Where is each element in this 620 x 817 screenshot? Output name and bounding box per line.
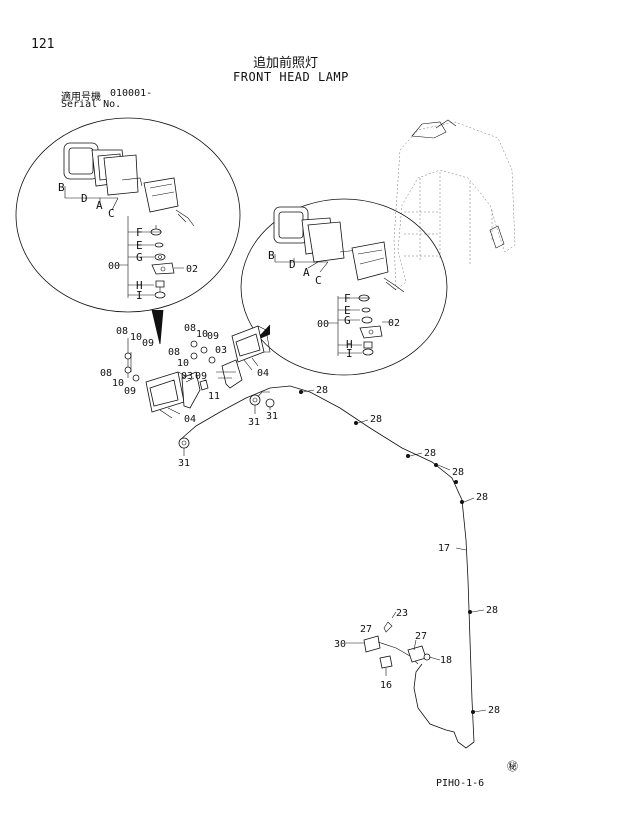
serial-label-english: Serial No.	[61, 99, 122, 110]
serial-value: 010001-	[110, 88, 153, 99]
part-number-18: 18	[440, 655, 452, 666]
lamp-assembly-main	[124, 325, 475, 749]
callout-00-left: 00	[108, 261, 120, 272]
part-number-28-6: 28	[486, 605, 498, 616]
callout-D-right: D	[289, 258, 296, 271]
part-number-16: 16	[380, 680, 392, 691]
confidential-mark: ㊙	[507, 760, 518, 773]
title-japanese: 追加前照灯	[253, 56, 319, 71]
detail-bubble-left	[15, 117, 241, 345]
callout-02-left: 02	[186, 264, 198, 275]
part-number-10-b: 10	[112, 378, 124, 389]
callout-I-left: I	[136, 289, 143, 302]
part-number-27-b: 27	[415, 631, 427, 642]
part-number-03-b: 03	[215, 345, 227, 356]
callout-B-right: B	[268, 249, 275, 262]
part-number-09-a: 09	[142, 338, 154, 349]
callout-A-right: A	[303, 266, 310, 279]
part-number-27-a: 27	[360, 624, 372, 635]
part-number-10-c: 10	[196, 329, 208, 340]
part-number-23: 23	[396, 608, 408, 619]
part-number-11: 11	[208, 391, 220, 402]
part-number-08-c: 08	[184, 323, 196, 334]
callout-B-left: B	[58, 181, 65, 194]
part-number-10-a: 10	[130, 332, 142, 343]
part-number-leaders	[183, 389, 487, 713]
part-number-28-5: 28	[476, 492, 488, 503]
callout-C-right: C	[315, 274, 322, 287]
callout-H-left: H	[136, 279, 143, 292]
detail-bubble-right	[240, 198, 448, 376]
callout-02-right: 02	[388, 318, 400, 329]
callout-A-left: A	[96, 199, 103, 212]
page-number: 121	[31, 37, 55, 52]
part-number-30: 30	[334, 639, 346, 650]
part-number-31-c: 31	[266, 411, 278, 422]
title-english: FRONT HEAD LAMP	[233, 70, 349, 84]
part-number-08-b: 08	[100, 368, 112, 379]
callout-G-left: G	[136, 251, 143, 264]
part-number-03-a: 03	[181, 371, 193, 382]
callout-I-right: I	[346, 347, 353, 360]
part-number-31-b: 31	[248, 417, 260, 428]
part-number-28-4: 28	[452, 467, 464, 478]
serial-label-japanese: 適用号機	[61, 92, 101, 103]
callout-C-left: C	[108, 207, 115, 220]
callout-D-left: D	[81, 192, 88, 205]
callout-H-right: H	[346, 338, 353, 351]
callout-E-left: E	[136, 239, 143, 252]
callout-E-right: E	[344, 304, 351, 317]
callout-00-right: 00	[317, 319, 329, 330]
part-number-17: 17	[438, 543, 450, 554]
part-number-08-a: 08	[116, 326, 128, 337]
part-number-31-a: 31	[178, 458, 190, 469]
part-number-10-d: 10	[177, 358, 189, 369]
machine-cab-outline	[393, 119, 516, 291]
part-number-09-d: 09	[207, 331, 219, 342]
part-number-28-2: 28	[370, 414, 382, 425]
part-number-04-b: 04	[257, 368, 269, 379]
part-number-28-7: 28	[488, 705, 500, 716]
part-number-28-1: 28	[316, 385, 328, 396]
part-number-28-3: 28	[424, 448, 436, 459]
callout-F-right: F	[344, 292, 351, 305]
part-number-09-b: 09	[124, 386, 136, 397]
callout-F-left: F	[136, 226, 143, 239]
part-number-08-d: 08	[168, 347, 180, 358]
drawing-code: PIHO-1-6	[436, 778, 485, 789]
callout-G-right: G	[344, 314, 351, 327]
part-number-04-a: 04	[184, 414, 196, 425]
part-number-09-c: 09	[195, 371, 207, 382]
